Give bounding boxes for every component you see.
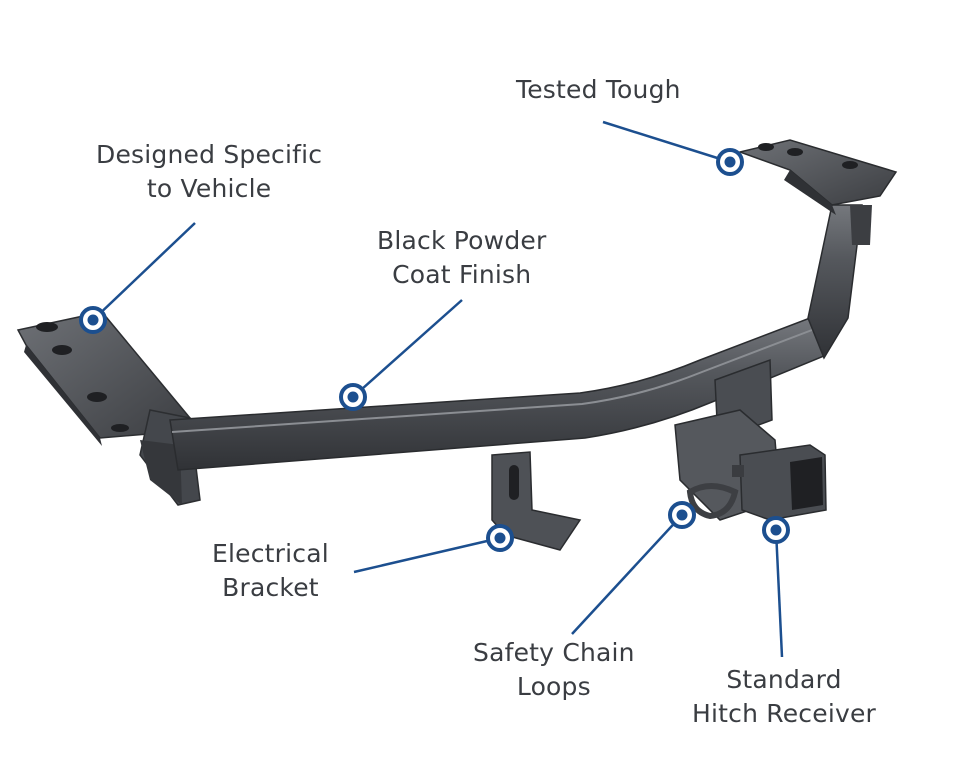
label-line: Coat Finish <box>392 260 532 289</box>
marker-tested-tough <box>716 148 744 176</box>
marker-safety-chain <box>668 501 696 529</box>
label-line: Black Powder <box>377 226 547 255</box>
marker-electrical <box>486 524 514 552</box>
left-mounting-bracket <box>16 311 201 506</box>
label-line: Bracket <box>222 573 319 602</box>
label-designed-specific: Designed Specific to Vehicle <box>96 138 322 206</box>
receiver-assembly <box>674 358 827 521</box>
label-line: Designed Specific <box>96 140 323 169</box>
label-line: Safety Chain <box>473 638 635 667</box>
leader-line-powder-coat <box>352 299 463 398</box>
label-safety-chain: Safety Chain Loops <box>473 636 635 704</box>
label-tested-tough: Tested Tough <box>516 73 681 107</box>
marker-designed <box>79 306 107 334</box>
leader-lines <box>92 120 784 658</box>
label-powder-coat: Black Powder Coat Finish <box>377 224 546 292</box>
leader-line-electrical <box>353 536 501 574</box>
label-hitch-receiver: Standard Hitch Receiver <box>692 663 876 731</box>
label-line: Hitch Receiver <box>692 699 877 728</box>
marker-powder-coat <box>339 383 367 411</box>
electrical-bracket-part <box>491 451 582 551</box>
label-electrical-bracket: Electrical Bracket <box>212 537 329 605</box>
leader-line-tested-tough <box>602 120 731 164</box>
callout-markers <box>79 148 790 552</box>
label-line: Tested Tough <box>516 75 681 104</box>
leader-line-safety-chain <box>571 514 683 635</box>
right-mounting-arm <box>737 139 898 360</box>
label-line: to Vehicle <box>146 174 272 203</box>
marker-hitch-receiver <box>762 516 790 544</box>
label-line: Standard <box>726 665 842 694</box>
label-line: Electrical <box>212 539 329 568</box>
leader-line-designed <box>92 222 196 321</box>
leader-line-hitch-receiver <box>774 529 784 658</box>
label-line: Loops <box>516 672 591 701</box>
